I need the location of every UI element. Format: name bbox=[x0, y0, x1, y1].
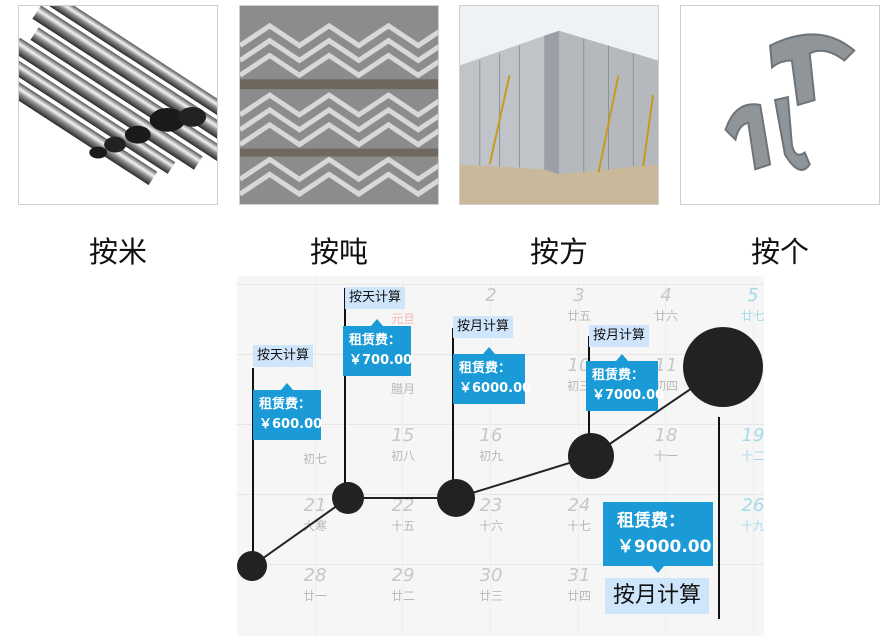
pricing-marker-line bbox=[718, 417, 720, 619]
calendar-lunar: 大寒 bbox=[302, 519, 327, 533]
price-value: ￥700.00 bbox=[349, 353, 413, 368]
calendar-day: 24 bbox=[567, 495, 591, 516]
calendar-day: 5 bbox=[747, 285, 759, 306]
calendar-lunar: 十一 bbox=[653, 449, 678, 463]
rental-price-box: 租赁费： ￥9000.00 bbox=[603, 502, 713, 573]
calendar-day: 11 bbox=[654, 355, 678, 376]
aluminum-formwork-image bbox=[459, 5, 659, 205]
calendar-lunar: 十六 bbox=[478, 519, 503, 533]
price-point-dot bbox=[437, 479, 475, 517]
calendar-day: 23 bbox=[479, 495, 503, 516]
calendar-lunar: 初三 bbox=[566, 379, 591, 393]
price-value: ￥600.00 bbox=[259, 417, 323, 432]
billing-mode-tag: 按月计算 bbox=[605, 578, 710, 614]
calendar-lunar: 初九 bbox=[478, 449, 503, 463]
calendar-day: 19 bbox=[741, 425, 764, 446]
calendar-day: 26 bbox=[741, 495, 764, 516]
calendar-lunar: 廿四 bbox=[566, 589, 591, 603]
calendar-lunar: 十七 bbox=[566, 519, 591, 533]
pricing-marker-line bbox=[452, 328, 454, 498]
unit-label-cubic: 按方 bbox=[529, 235, 588, 269]
price-title: 租赁费： bbox=[617, 511, 685, 531]
calendar-lunar: 廿一 bbox=[302, 589, 327, 603]
calendar-day: 10 bbox=[567, 355, 591, 376]
price-title: 租赁费： bbox=[592, 368, 645, 383]
price-value: ￥9000.00 bbox=[617, 537, 712, 557]
calendar-day: 18 bbox=[654, 425, 678, 446]
rental-price-box: 租赁费： ￥6000.00 bbox=[453, 347, 532, 404]
calendar-lunar: 廿七 bbox=[740, 309, 764, 323]
scaffold-clamp-image bbox=[680, 5, 880, 205]
billing-mode-tag: 按月计算 bbox=[589, 325, 650, 347]
calendar-lunar: 廿二 bbox=[390, 589, 415, 603]
pricing-calendar: 元旦 2 3 廿五 4 廿六 5 廿七 腊月 10 初三 11 初四 初七 15… bbox=[237, 276, 764, 636]
billing-mode-tag: 按月计算 bbox=[453, 316, 514, 338]
scaffold-clamp-illustration bbox=[681, 6, 879, 204]
calendar-lunar: 十九 bbox=[740, 519, 764, 533]
calendar-day: 31 bbox=[567, 565, 591, 586]
rental-price-box: 租赁费： ￥7000.00 bbox=[586, 354, 665, 411]
calendar-lunar: 十五 bbox=[390, 519, 415, 533]
price-point-dot bbox=[683, 327, 763, 407]
price-point-dot bbox=[332, 482, 364, 514]
calendar-lunar: 腊月 bbox=[390, 382, 415, 396]
price-title: 租赁费： bbox=[459, 361, 512, 376]
price-value: ￥7000.00 bbox=[592, 388, 665, 403]
calendar-day: 28 bbox=[303, 565, 327, 586]
sheet-piles-image bbox=[239, 5, 439, 205]
price-point-dot bbox=[568, 433, 614, 479]
calendar-lunar: 十二 bbox=[740, 449, 764, 463]
calendar-lunar: 廿五 bbox=[566, 309, 591, 323]
calendar-day: 16 bbox=[479, 425, 503, 446]
price-value: ￥6000.00 bbox=[459, 381, 532, 396]
calendar-lunar: 初八 bbox=[390, 449, 415, 463]
price-title: 租赁费： bbox=[259, 397, 312, 412]
aluminum-formwork-illustration bbox=[460, 6, 658, 204]
price-point-dot bbox=[237, 551, 267, 581]
unit-label-meter: 按米 bbox=[88, 235, 147, 269]
unit-label-piece: 按个 bbox=[750, 235, 809, 269]
calendar-day: 4 bbox=[660, 285, 672, 306]
billing-mode-tag: 按天计算 bbox=[253, 345, 314, 367]
pricing-marker-line bbox=[344, 288, 346, 488]
calendar-lunar: 廿六 bbox=[653, 309, 678, 323]
calendar-day: 30 bbox=[479, 565, 503, 586]
calendar-lunar: 初七 bbox=[302, 452, 327, 466]
unit-label-ton: 按吨 bbox=[309, 235, 368, 269]
calendar-lunar: 元旦 bbox=[390, 312, 415, 326]
calendar-day: 15 bbox=[391, 425, 415, 446]
calendar-day: 29 bbox=[391, 565, 415, 586]
calendar-day: 22 bbox=[391, 495, 415, 516]
sheet-piles-illustration bbox=[240, 6, 438, 204]
calendar-day: 3 bbox=[573, 285, 585, 306]
calendar-lunar: 廿三 bbox=[478, 589, 503, 603]
billing-mode-tag: 按天计算 bbox=[345, 287, 406, 309]
rental-price-box: 租赁费： ￥600.00 bbox=[253, 383, 323, 440]
price-title: 租赁费： bbox=[349, 333, 402, 348]
calendar-day: 2 bbox=[485, 285, 497, 306]
calendar-lunar: 初四 bbox=[653, 379, 678, 393]
pricing-marker-line bbox=[252, 368, 254, 566]
steel-pipes-image bbox=[18, 5, 218, 205]
calendar-day: 21 bbox=[303, 495, 327, 516]
rental-price-box: 租赁费： ￥700.00 bbox=[343, 319, 413, 376]
steel-pipes-illustration bbox=[19, 6, 217, 204]
